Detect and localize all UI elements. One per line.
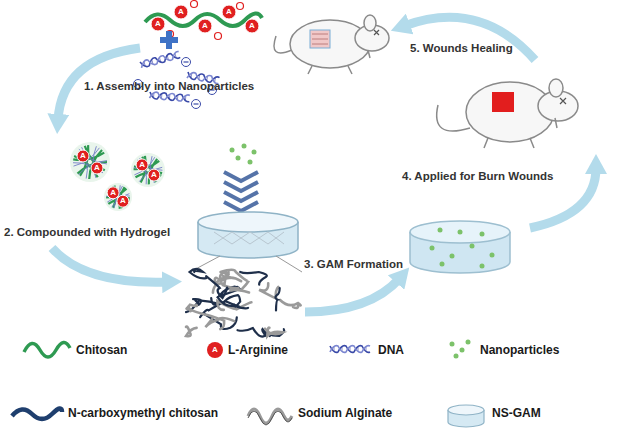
flow-arrows bbox=[52, 17, 596, 312]
arginine-letter: A bbox=[245, 21, 259, 31]
mouse-healed bbox=[274, 15, 389, 74]
arginine-letter: A bbox=[106, 188, 120, 198]
arginine-letter: A bbox=[147, 170, 161, 180]
charge-rings bbox=[167, 1, 244, 40]
arginine-letter: A bbox=[135, 160, 149, 170]
legend-label: L-Arginine bbox=[228, 343, 288, 357]
legend-label: Sodium Alginate bbox=[298, 406, 392, 420]
step-label: 1. Assembly into Nanoparticles bbox=[84, 80, 254, 92]
legend-label: NS-GAM bbox=[492, 406, 541, 420]
ns-gam-disc bbox=[410, 221, 510, 273]
polymer-network bbox=[186, 269, 301, 337]
step-label: 3. GAM Formation bbox=[304, 258, 403, 270]
plus-sign bbox=[160, 31, 178, 49]
mouse-burn bbox=[437, 79, 578, 148]
arginine-letter: A bbox=[222, 7, 236, 17]
arginine-letter: A bbox=[116, 196, 130, 206]
arginine-letter: A bbox=[174, 7, 188, 17]
falling-particles bbox=[230, 144, 257, 165]
step-label: 2. Compounded with Hydrogel bbox=[4, 226, 170, 238]
legend-label: N-carboxymethyl chitosan bbox=[68, 406, 218, 420]
step-label: 5. Wounds Healing bbox=[410, 42, 513, 54]
arginine-letter: A bbox=[198, 21, 212, 31]
hydrogel-disc bbox=[190, 212, 302, 272]
legend-icons bbox=[12, 340, 484, 428]
dna-fragments bbox=[134, 51, 220, 108]
arginine-letter: A bbox=[90, 163, 104, 173]
arginine-letter: A bbox=[151, 19, 165, 29]
arginine-letter: A bbox=[76, 151, 90, 161]
legend-label: DNA bbox=[378, 343, 404, 357]
chevrons bbox=[224, 172, 258, 211]
nanoparticles bbox=[66, 138, 168, 213]
step-label: 4. Applied for Burn Wounds bbox=[402, 170, 553, 182]
arginine-letter: A bbox=[208, 345, 222, 355]
legend-label: Chitosan bbox=[76, 343, 127, 357]
arginine-circles bbox=[151, 5, 259, 33]
legend-label: Nanoparticles bbox=[480, 343, 559, 357]
